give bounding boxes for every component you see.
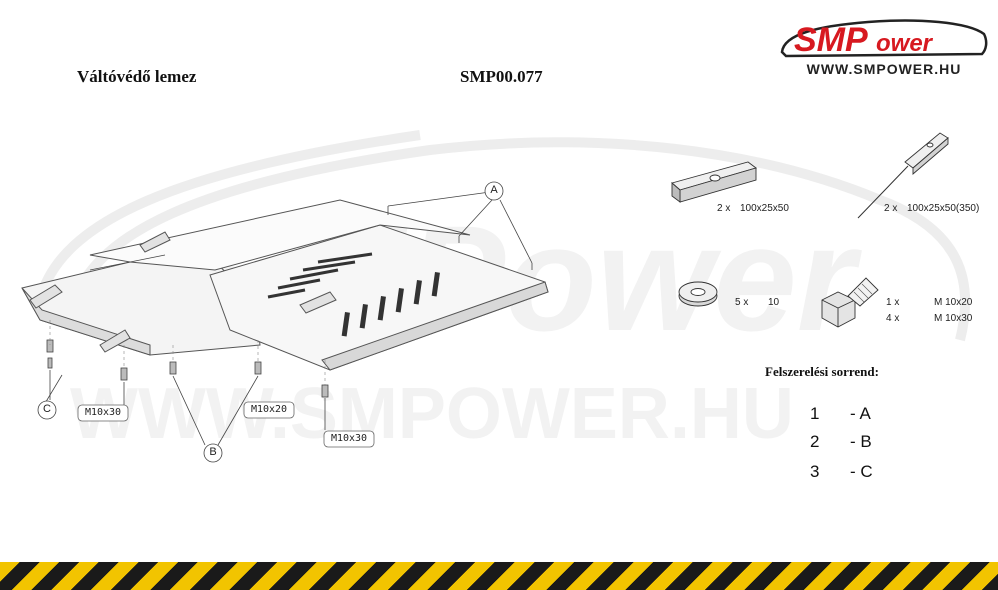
order-row-2-num: 2	[810, 432, 820, 451]
logo-brand-ower: ower	[876, 30, 934, 57]
bolt-size-1: M 10x20	[934, 297, 973, 308]
washer-illustration	[678, 281, 718, 307]
watermark-url: WWW.SMPOWER.HU	[70, 374, 794, 454]
bolt-qty-1: 1 x	[886, 297, 900, 308]
washer-qty: 5 x	[735, 297, 749, 308]
order-row-3-num: 3	[810, 462, 820, 481]
skid-plate-illustration	[21, 191, 549, 446]
part-number: SMP00.077	[460, 67, 543, 86]
tab-hardware-illustration	[857, 132, 949, 219]
order-heading: Felszerelési sorrend:	[765, 364, 879, 379]
callout-circle-b	[203, 443, 223, 463]
plate-size: 100x25x50	[740, 203, 789, 214]
callout-box-3	[323, 430, 375, 448]
logo-url: WWW.SMPOWER.HU	[806, 61, 962, 77]
logo-car-silhouette: SMP ower	[780, 19, 988, 59]
bolt-callout-2: M10x20	[250, 404, 288, 415]
watermark-car-outline	[35, 130, 971, 342]
logo-brand-sm: SMP	[794, 21, 868, 59]
plate-qty: 2 x	[717, 203, 731, 214]
order-row-2-step: - B	[850, 432, 872, 451]
callout-letter-b: B	[209, 446, 217, 458]
order-row-3-step: - C	[850, 462, 873, 481]
callout-letter-a: A	[490, 184, 498, 196]
callout-letter-c: C	[43, 403, 51, 415]
part-title: Váltóvédő lemez	[77, 67, 197, 86]
tab-qty: 2 x	[884, 203, 898, 214]
plate-hardware-illustration	[671, 161, 757, 203]
callout-circle-c	[37, 400, 57, 420]
tab-size: 100x25x50(350)	[907, 203, 980, 214]
callout-circle-a	[484, 181, 504, 201]
callout-box-1	[77, 404, 129, 422]
callout-box-2	[243, 401, 295, 419]
order-row-1-step: - A	[850, 404, 871, 423]
bolt-illustration	[821, 277, 879, 328]
bolt-callout-1: M10x30	[84, 407, 122, 418]
washer-size: 10	[768, 297, 780, 308]
bolt-qty-2: 4 x	[886, 313, 900, 324]
order-row-1-num: 1	[810, 404, 820, 423]
smpower-logo: SMP ower WWW.SMPOWER.HU	[778, 12, 990, 82]
bolt-callout-3: M10x30	[330, 433, 368, 444]
hazard-stripe-footer	[0, 562, 998, 590]
bolt-size-2: M 10x30	[934, 313, 973, 324]
